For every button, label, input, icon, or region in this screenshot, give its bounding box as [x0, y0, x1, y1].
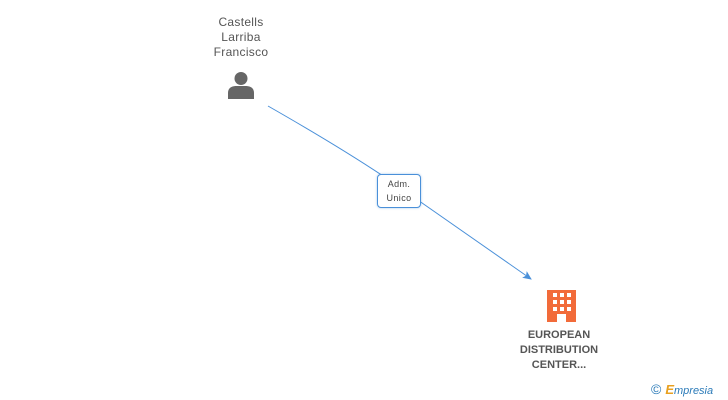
- empresia-watermark: ©Empresia: [651, 380, 713, 398]
- person-name-line: Francisco: [213, 45, 269, 59]
- edge-role-line: Unico: [386, 193, 412, 203]
- company-name-line: CENTER...: [531, 359, 587, 371]
- brand-name: mpresia: [674, 385, 714, 397]
- person-name[interactable]: Castells Larriba Francisco: [180, 15, 302, 60]
- person-icon[interactable]: [228, 72, 254, 99]
- edge-role-line: Adm.: [387, 179, 411, 189]
- brand-initial: E: [665, 382, 674, 397]
- company-name-line: EUROPEAN: [527, 329, 591, 341]
- building-icon[interactable]: [547, 290, 576, 322]
- person-name-line: Castells: [218, 15, 264, 29]
- company-name-line: DISTRIBUTION: [519, 344, 599, 356]
- company-name[interactable]: EUROPEAN DISTRIBUTION CENTER...: [500, 328, 618, 373]
- person-name-line: Larriba: [221, 30, 261, 44]
- copyright-icon: ©: [651, 381, 662, 397]
- edge-role-label: Adm. Unico: [377, 174, 421, 208]
